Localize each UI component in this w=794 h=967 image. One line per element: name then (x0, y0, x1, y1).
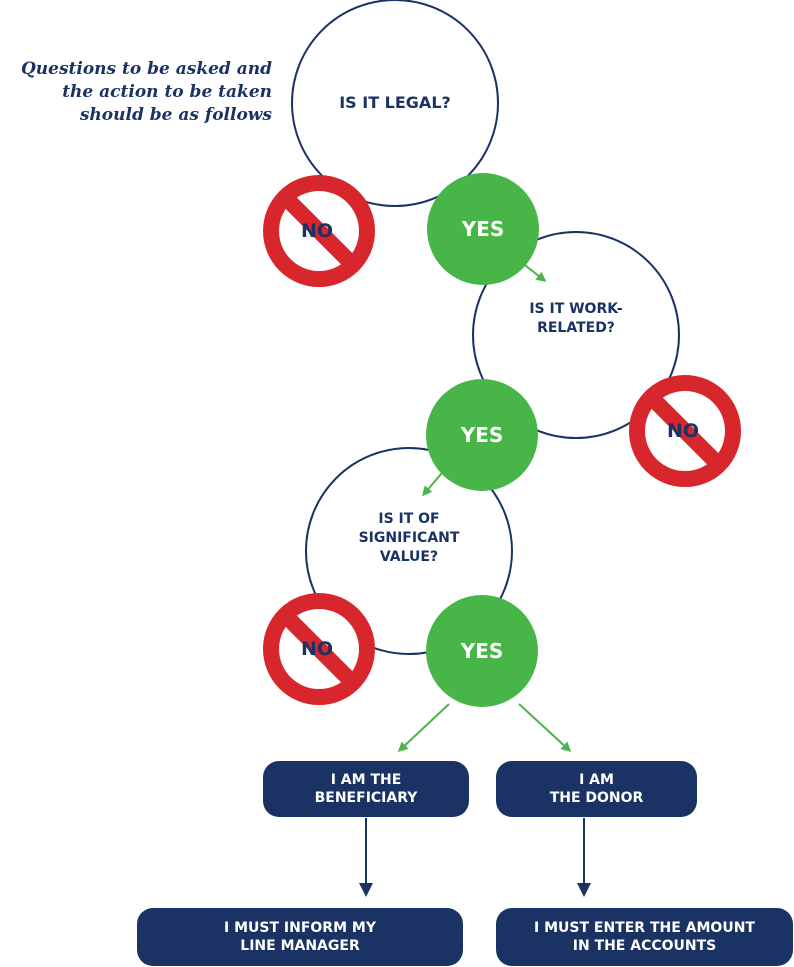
intro-line: Questions to be asked and (20, 59, 272, 79)
question-significant-value-line: SIGNIFICANT (358, 529, 460, 546)
outcome-line: THE DONOR (549, 790, 644, 806)
question-work-related-line: IS IT WORK- (529, 301, 623, 317)
action-enter-accounts-box: I MUST ENTER THE AMOUNT IN THE ACCOUNTS (496, 908, 793, 966)
outcome-donor-box: I AM THE DONOR (496, 761, 697, 817)
intro-line: should be as follows (79, 105, 272, 125)
question-legal-text: IS IT LEGAL? (339, 92, 451, 112)
arrow-yes-to-donor (518, 703, 572, 753)
question-circle-legal (291, 0, 499, 207)
question-work-related-line: RELATED? (537, 320, 615, 336)
action-line: I MUST ENTER THE AMOUNT (534, 920, 755, 936)
no-label: NO (666, 420, 700, 442)
no-answer-legal: NO (261, 173, 377, 289)
outcome-beneficiary-box: I AM THE BENEFICIARY (263, 761, 469, 817)
action-line: LINE MANAGER (240, 938, 360, 954)
yes-answer-significant-value: YES (426, 595, 538, 707)
question-legal-label: IS IT LEGAL? (315, 78, 475, 126)
action-inform-manager-box: I MUST INFORM MY LINE MANAGER (137, 908, 463, 966)
prohibition-icon (263, 593, 375, 705)
arrow-yes-to-beneficiary (397, 703, 450, 753)
question-significant-value-line: VALUE? (379, 548, 439, 565)
question-work-related-label: IS IT WORK- RELATED? (506, 296, 646, 342)
outcome-line: BENEFICIARY (314, 790, 418, 806)
arrow-yes-to-work-related (521, 262, 547, 282)
yes-answer-work-related: YES (426, 379, 538, 491)
intro-line: the action to be taken (62, 82, 272, 102)
action-line: I MUST INFORM MY (224, 920, 376, 936)
intro-text: Questions to be asked and the action to … (12, 58, 272, 127)
outcome-line: I AM THE (330, 772, 402, 788)
prohibition-icon (629, 375, 741, 487)
no-answer-work-related: NO (627, 373, 743, 489)
question-circle-work-related (472, 231, 680, 439)
no-answer-significant-value: NO (261, 591, 377, 707)
no-label: NO (300, 638, 334, 660)
yes-answer-legal: YES (427, 173, 539, 285)
action-line: IN THE ACCOUNTS (572, 938, 717, 954)
no-label: NO (300, 220, 334, 242)
question-significant-value-label: IS IT OF SIGNIFICANT VALUE? (339, 506, 479, 570)
question-significant-value-line: IS IT OF (378, 510, 440, 527)
outcome-line: I AM (579, 772, 614, 788)
prohibition-icon (263, 175, 375, 287)
